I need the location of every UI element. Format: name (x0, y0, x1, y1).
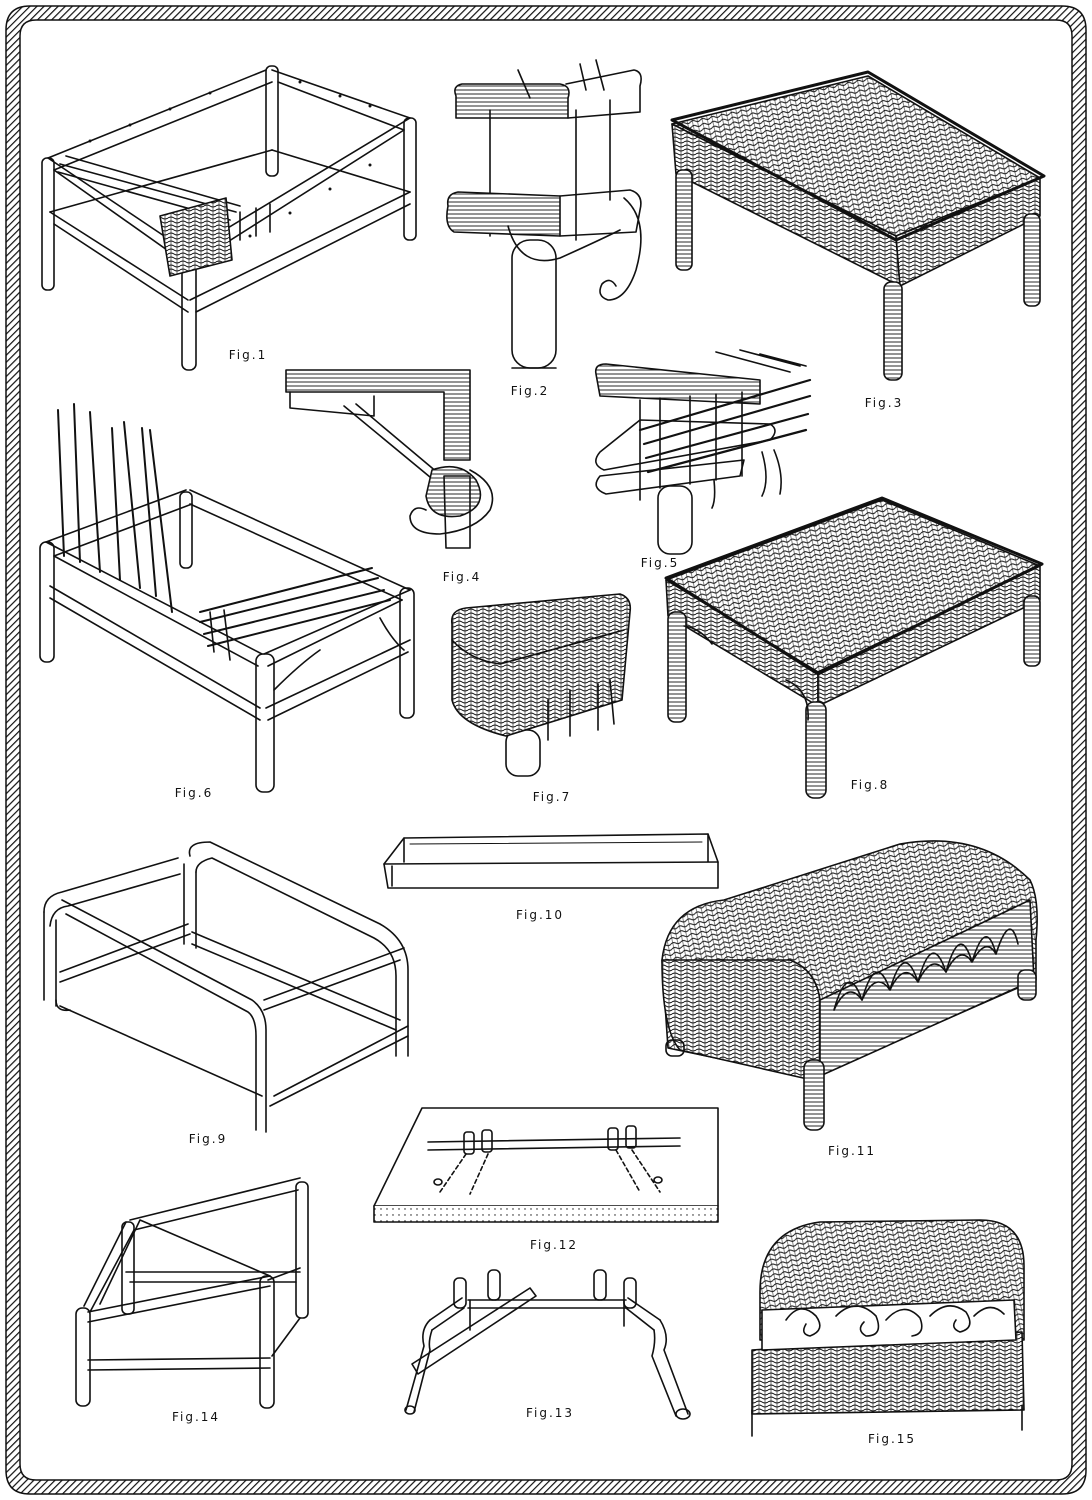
fig7-drawing (450, 593, 632, 777)
plate-border (5, 5, 1087, 1495)
fig1-drawing (41, 65, 417, 371)
fig6-drawing (39, 403, 415, 793)
fig3-drawing (670, 70, 1046, 381)
fig13-drawing (404, 1269, 691, 1420)
fig2-caption: Fig.2 (510, 384, 550, 398)
fig13-caption: Fig.13 (525, 1406, 575, 1420)
fig15-drawing (751, 1219, 1025, 1437)
fig4-caption: Fig.4 (442, 570, 482, 584)
fig14-drawing (75, 1177, 309, 1409)
fig14-caption: Fig.14 (171, 1410, 221, 1424)
fig4-drawing (285, 369, 494, 549)
fig6-caption: Fig.6 (174, 786, 214, 800)
fig15-caption: Fig.15 (867, 1432, 917, 1446)
fig8-drawing (664, 496, 1044, 799)
fig5-caption: Fig.5 (640, 556, 680, 570)
fig2-drawing (446, 59, 642, 369)
fig1-caption: Fig.1 (228, 348, 268, 362)
fig12-drawing (373, 1107, 719, 1223)
fig11-drawing (661, 840, 1038, 1131)
fig10-drawing (383, 833, 719, 889)
fig3-caption: Fig.3 (864, 396, 904, 410)
fig12-caption: Fig.12 (529, 1238, 579, 1252)
fig9-caption: Fig.9 (188, 1132, 228, 1146)
fig10-caption: Fig.10 (515, 908, 565, 922)
fig11-caption: Fig.11 (827, 1144, 877, 1158)
fig8-caption: Fig.8 (850, 778, 890, 792)
fig9-drawing (43, 841, 409, 1133)
fig5-drawing (594, 349, 812, 555)
fig7-caption: Fig.7 (532, 790, 572, 804)
